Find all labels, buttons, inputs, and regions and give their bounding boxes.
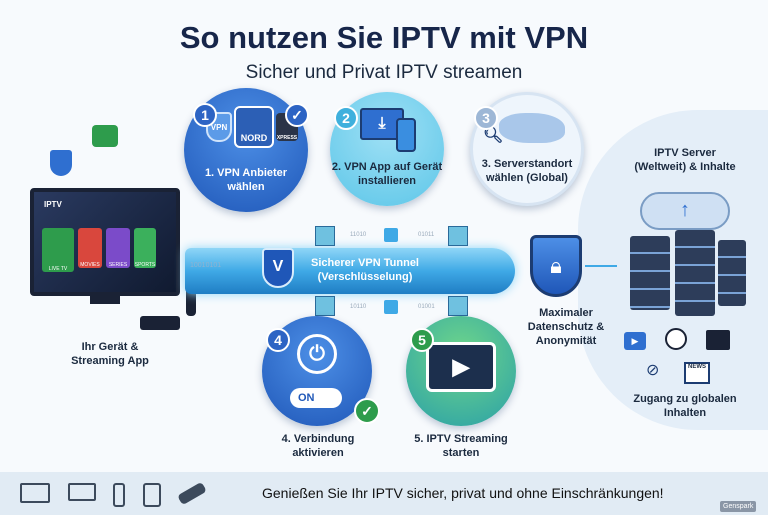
remote-icon	[186, 276, 196, 316]
world-map-icon	[499, 113, 565, 143]
laptop-icon	[68, 483, 96, 501]
bottom-bar	[0, 472, 768, 515]
tv-iptv-label: IPTV	[44, 200, 62, 209]
monitor-icon	[20, 483, 50, 503]
watermark: Genspark	[720, 501, 757, 512]
check-icon: ✓	[285, 103, 309, 127]
check-icon: ✓	[354, 398, 380, 424]
step-3-badge: 3	[474, 106, 498, 130]
eye-slash-icon: ⊘	[646, 362, 660, 379]
phone-hand-icon	[396, 118, 416, 152]
binary-text: 01001	[418, 304, 435, 310]
vpn-tunnel: Sicherer VPN Tunnel (Verschlüsselung)	[185, 248, 515, 294]
lock-icon	[384, 300, 398, 314]
server-cube-icon	[448, 226, 468, 246]
binary-text: 10010101	[190, 262, 222, 269]
footer-text: Genießen Sie Ihr IPTV sicher, privat und…	[262, 485, 664, 501]
video-player-icon: ▶	[426, 342, 496, 392]
device-caption: Ihr Gerät & Streaming App	[71, 341, 149, 367]
tunnel-label: Sicherer VPN Tunnel (Verschlüsselung)	[311, 257, 419, 283]
tile-live-tv: LIVE TV	[42, 228, 74, 272]
nord-logo-icon: NORD	[234, 106, 274, 148]
step-2-label: 2. VPN App auf Gerät installieren	[331, 161, 443, 187]
server-cube-icon	[315, 296, 335, 316]
step-4-badge: 4	[266, 328, 290, 352]
cloud-upload-icon: ↑	[640, 192, 730, 230]
server-rack-icon	[675, 230, 715, 316]
server-cube-icon	[448, 296, 468, 316]
step-1-badge: 1	[193, 103, 217, 127]
vpn-shield-icon: V	[262, 248, 294, 288]
step-2-badge: 2	[334, 106, 358, 130]
tile-movies: MOVIES	[78, 228, 102, 268]
on-toggle[interactable]: ON	[290, 388, 342, 408]
page-subtitle: Sicher und Privat IPTV streamen	[245, 62, 523, 83]
arrow-to-server	[585, 265, 617, 267]
shield-check-icon	[50, 150, 72, 176]
page-title: So nutzen Sie IPTV mit VPN	[179, 20, 589, 55]
tablet-icon	[143, 483, 161, 507]
clapperboard-icon	[706, 330, 730, 350]
set-top-box	[140, 316, 180, 330]
privacy-shield-lock-icon: 🔒︎	[530, 235, 582, 297]
step-5-label: 5. IPTV Streaming starten	[414, 433, 508, 459]
play-video-icon: ▶	[624, 332, 646, 350]
server-cube-icon	[315, 226, 335, 246]
step-4-label: 4. Verbindung aktivieren	[281, 433, 355, 459]
server-rack-icon	[718, 240, 746, 306]
lock-icon	[92, 125, 118, 147]
step-5-badge: 5	[410, 328, 434, 352]
power-icon: ⏻	[297, 334, 337, 374]
server-rack-icon	[630, 236, 670, 310]
server-caption: IPTV Server (Weltweit) & Inhalte	[634, 147, 736, 173]
soccer-ball-icon	[665, 328, 687, 350]
binary-text: 01011	[418, 232, 435, 238]
tv-screen: IPTV LIVE TV MOVIES SERIES SPORTS	[30, 188, 180, 296]
tile-sports: SPORTS	[134, 228, 156, 268]
step-2-circle: ⤓ 2. VPN App auf Gerät installieren	[330, 92, 444, 206]
privacy-caption: Maximaler Datenschutz & Anonymität	[527, 307, 605, 347]
news-icon: NEWS	[684, 362, 710, 384]
lock-icon	[384, 228, 398, 242]
step-3-label: 3. Serverstandort wählen (Global)	[481, 158, 573, 184]
binary-text: 11010	[350, 232, 367, 238]
tile-series: SERIES	[106, 228, 130, 268]
search-icon: 🔍︎	[483, 127, 504, 144]
binary-text: 10110	[350, 304, 367, 310]
smartphone-icon	[113, 483, 125, 507]
access-caption: Zugang zu globalen Inhalten	[633, 393, 737, 419]
step-1-label: 1. VPN Anbieter wählen	[204, 167, 288, 193]
tv-stand	[90, 296, 120, 304]
